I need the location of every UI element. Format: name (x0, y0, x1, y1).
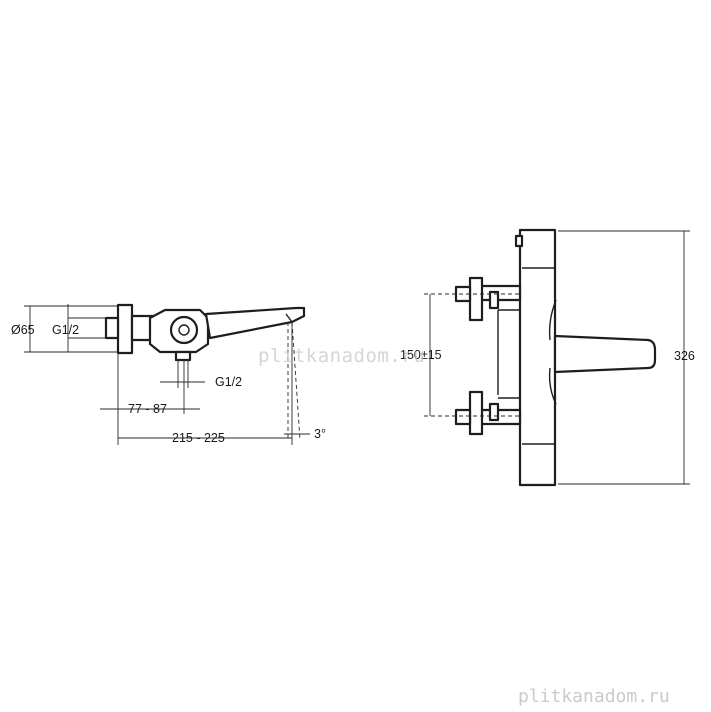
dim-thread-inlet-label: G1/2 (52, 323, 79, 337)
watermark-center: plitkanadom.ru (258, 345, 425, 367)
dim-angle-label: 3° (314, 427, 326, 441)
spout-tip-line (285, 313, 293, 323)
angle-line (291, 321, 301, 441)
upper-flange (468, 276, 484, 322)
dim-height-label: 326 (674, 349, 695, 363)
front-view: 150±15 326 (400, 228, 695, 487)
wall-connector (104, 316, 120, 340)
front-spout (553, 334, 657, 374)
thermostat-body (518, 228, 557, 487)
lower-small-nut (488, 402, 500, 422)
spout (204, 306, 306, 340)
spout-curve-upper (548, 299, 557, 341)
watermark-corner: plitkanadom.ru (518, 686, 670, 707)
lower-flange (468, 390, 484, 436)
dim-diameter-label: Ø65 (11, 323, 35, 337)
knob-center (178, 324, 190, 336)
lower-nut (454, 408, 472, 426)
side-view: Ø65 G1/2 G1/2 77 - 87 215 - 225 (11, 303, 326, 445)
upper-small-nut (488, 290, 500, 310)
dim-range-total-label: 215 - 225 (172, 431, 225, 445)
upper-pipe (478, 284, 522, 302)
outlet-stub (174, 350, 192, 362)
lower-pipe (478, 408, 522, 426)
wall-plate (116, 303, 134, 355)
control-knob (169, 315, 199, 345)
spout-curve-lower (548, 367, 557, 405)
body-small-tab (514, 234, 524, 248)
dim-range-inlet-label: 77 - 87 (128, 402, 167, 416)
dim-center-distance-label: 150±15 (400, 348, 442, 362)
dim-thread-outlet-label: G1/2 (215, 375, 242, 389)
